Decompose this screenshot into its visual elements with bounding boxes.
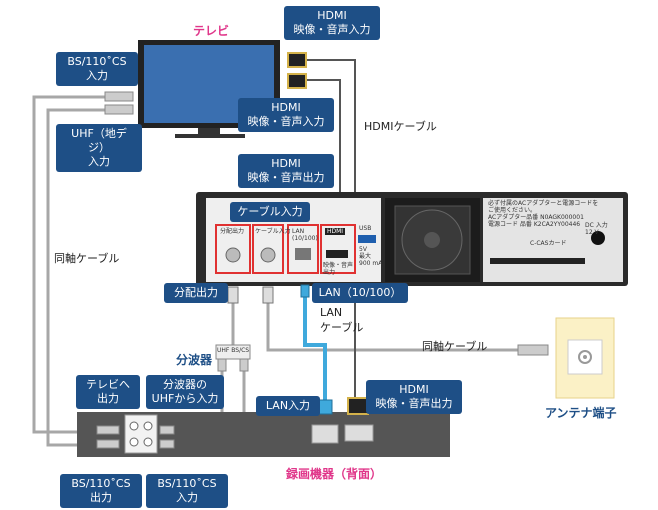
to-tv-output-label: テレビへ 出力 — [76, 375, 140, 409]
dist-out-small-text: 分配出力 — [220, 228, 245, 235]
lan-input-label: LAN入力 — [256, 396, 320, 416]
tv-title: テレビ — [193, 24, 230, 38]
antenna-outlet — [517, 317, 615, 399]
coax-uhf-line — [46, 108, 105, 447]
adapter-note: 必ず付属のACアダプターと電源コードを ご使用ください。 ACアダプター品番 N… — [488, 200, 599, 228]
hdmi-top-label: HDMI 映像・音声入力 — [284, 6, 380, 40]
cable-input-label: ケーブル入力 — [230, 202, 310, 222]
coax-antenna-line — [266, 290, 518, 352]
dist-out-highlight — [215, 224, 251, 274]
coax-bs-line — [32, 95, 105, 434]
dc-in-text: DC 入力 12 V — [585, 222, 608, 236]
hdmi-logo: HDMI — [325, 228, 346, 235]
casid-text: C-CASカード — [530, 240, 567, 247]
bs-input-bottom-label: BS/110˚CS 入力 — [146, 474, 228, 508]
antenna-label: アンテナ端子 — [545, 406, 617, 420]
uhf-input-label: UHF（地デジ） 入力 — [56, 124, 142, 172]
cable-in-highlight — [252, 224, 284, 274]
lan-cable-label: LAN ケーブル — [320, 306, 364, 334]
coax-plugs — [227, 284, 310, 304]
bs-input-label: BS/110˚CS 入力 — [56, 52, 138, 86]
cable-in-small-text: ケーブル入力 — [255, 228, 291, 235]
hdmi-output-bottom-label: HDMI 映像・音声出力 — [366, 380, 462, 414]
lan-small-text: LAN (10/100) — [292, 228, 318, 242]
lan-cable-line — [303, 290, 327, 400]
coax-cable-right-label: 同軸ケーブル — [422, 340, 488, 353]
hdmi-mid-input-label: HDMI 映像・音声入力 — [238, 98, 334, 132]
lan-port-label: LAN（10/100） — [312, 283, 408, 303]
hdmi-small-text: 映像・音声 出力 — [323, 262, 354, 276]
hdmi-cable-label: HDMIケーブル — [364, 120, 437, 133]
usb-text: USB — [359, 225, 372, 232]
dist-out-label: 分配出力 — [164, 283, 228, 303]
splitter-icon — [215, 344, 251, 372]
bs-output-label: BS/110˚CS 出力 — [60, 474, 142, 508]
tv-coax-connectors — [104, 91, 134, 115]
hdmi-output-label: HDMI 映像・音声出力 — [238, 154, 334, 188]
lan-port-highlight — [287, 224, 319, 274]
from-splitter-uhf-label: 分波器の UHFから入力 — [146, 375, 224, 409]
hdmi-port-highlight — [320, 224, 356, 274]
usb-spec-text: 5V 最大 900 mA — [359, 246, 383, 267]
splitter-small-text: UHF BS/CS — [217, 347, 250, 354]
recorder-label: 録画機器（背面） — [286, 467, 383, 481]
splitter-label: 分波器 — [176, 353, 213, 367]
hdmi-cable-line-2 — [305, 79, 341, 200]
coax-cable-left-label: 同軸ケーブル — [54, 252, 120, 265]
recorder-bottom — [77, 397, 450, 457]
